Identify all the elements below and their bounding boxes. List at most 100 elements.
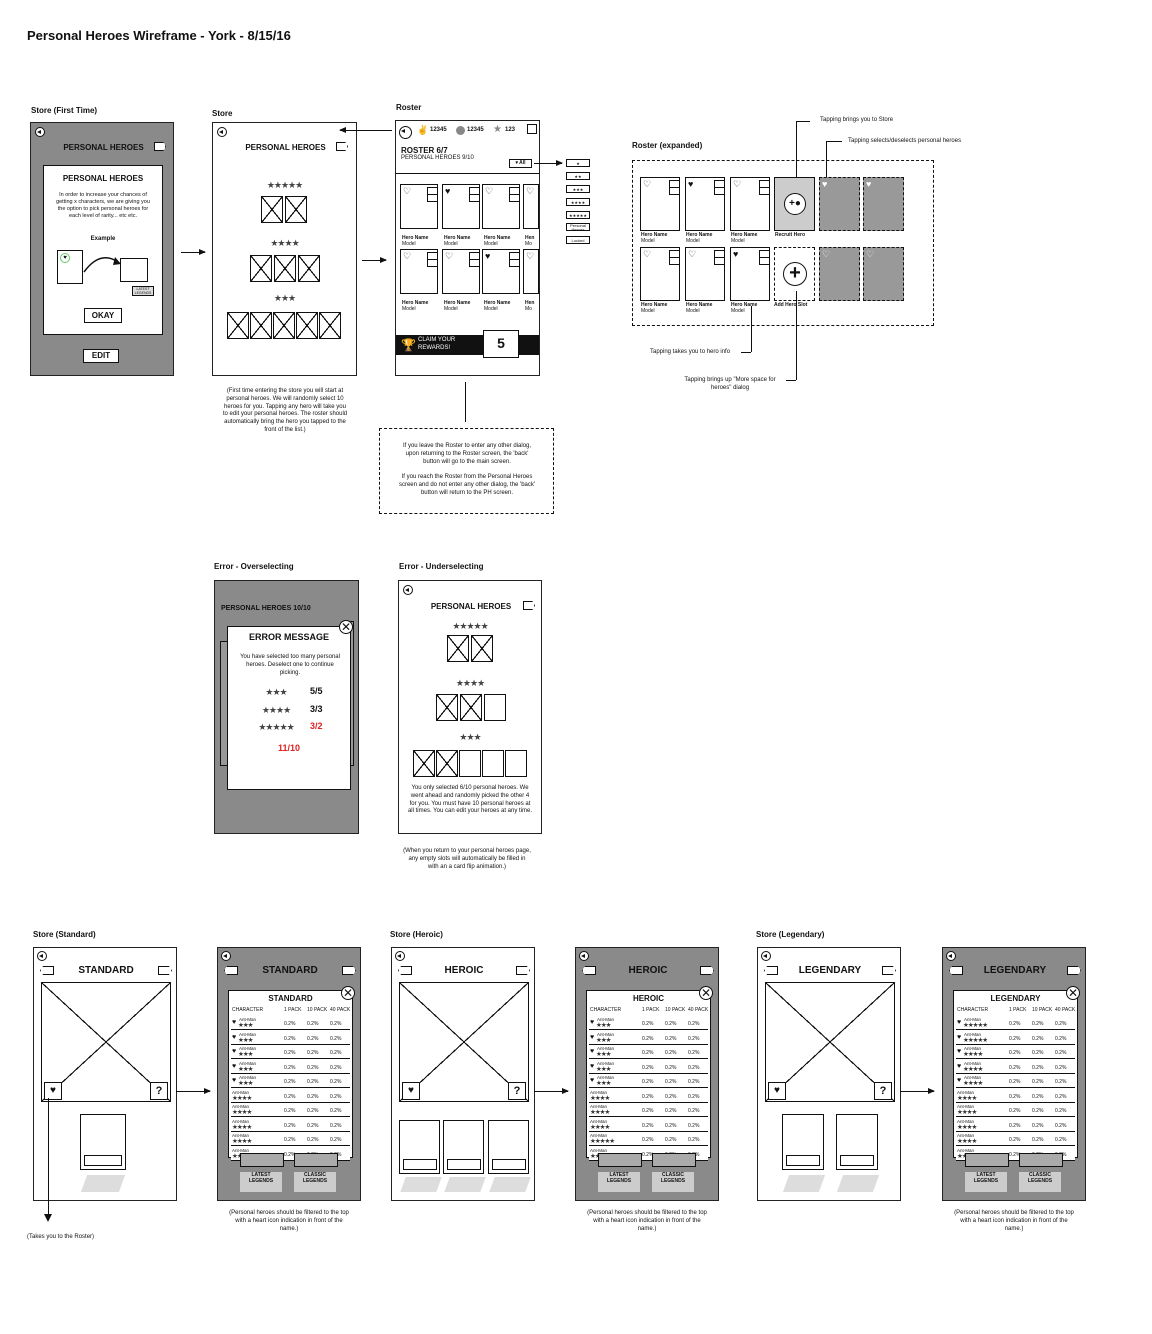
filter-option-2star[interactable]: ★★ xyxy=(566,172,590,180)
filter-option-4star[interactable]: ★★★★ xyxy=(566,198,590,206)
pack-button[interactable] xyxy=(786,1155,820,1166)
menu-box[interactable] xyxy=(527,124,537,134)
hero-card[interactable]: ♡ xyxy=(442,249,480,294)
hero-card[interactable]: ♡ xyxy=(685,247,725,301)
hero-card[interactable]: ♥ xyxy=(730,247,770,301)
table-row[interactable]: Ant-Man ★★★★ 0.2% 0.2% 0.2% xyxy=(231,1104,350,1117)
hero-card[interactable]: ♡ xyxy=(730,177,770,231)
flag-icon[interactable] xyxy=(336,142,348,151)
claim-banner[interactable]: 🏆 CLAIM YOUR REWARDS! 5 xyxy=(396,330,539,358)
hero-slot[interactable] xyxy=(447,635,469,662)
hero-card[interactable]: ♥ xyxy=(442,184,480,229)
flag-right-icon[interactable] xyxy=(700,966,714,975)
hero-slot[interactable] xyxy=(285,196,307,223)
hero-slot[interactable] xyxy=(250,312,272,339)
hero-slot[interactable] xyxy=(471,635,493,662)
table-row[interactable]: ♥ Ant-Man ★★★★★ 0.2% 0.2% 0.2% xyxy=(956,1031,1075,1045)
hero-slot-empty[interactable] xyxy=(484,694,506,721)
flag-icon[interactable] xyxy=(523,601,535,610)
hero-slot[interactable] xyxy=(274,255,296,282)
pack-card[interactable] xyxy=(399,1120,440,1174)
table-row[interactable]: Ant-Man ★★★★ 0.2% 0.2% 0.2% xyxy=(231,1089,350,1103)
close-icon[interactable]: ✕ xyxy=(699,986,713,1000)
recruit-hero-button[interactable]: +● xyxy=(774,177,815,231)
filter-option-locked[interactable]: Locked xyxy=(566,236,590,244)
okay-button[interactable]: OKAY xyxy=(84,308,122,323)
flag-icon[interactable] xyxy=(154,142,166,151)
hero-slot[interactable] xyxy=(250,255,272,282)
filter-option-personal[interactable]: Personal Heroes xyxy=(566,223,590,232)
flag-left-icon[interactable] xyxy=(764,966,778,975)
hero-card[interactable]: ♡ xyxy=(400,249,438,294)
hero-card[interactable]: ♡ xyxy=(640,247,680,301)
close-icon[interactable]: ✕ xyxy=(1066,986,1080,1000)
hero-slot[interactable] xyxy=(460,694,482,721)
flag-left-icon[interactable] xyxy=(949,966,963,975)
table-row[interactable]: ♥ Ant-Man ★★★ 0.2% 0.2% 0.2% xyxy=(231,1031,350,1045)
hero-card[interactable]: ♥ xyxy=(685,177,725,231)
edit-button[interactable]: EDIT xyxy=(83,349,119,363)
table-row[interactable]: Ant-Man ★★★★ 0.2% 0.2% 0.2% xyxy=(956,1118,1075,1132)
hero-card[interactable]: ♡ xyxy=(523,184,539,229)
table-row[interactable]: Ant-Man ★★★★ 0.2% 0.2% 0.2% xyxy=(956,1133,1075,1146)
help-button[interactable]: ? xyxy=(508,1082,526,1100)
table-row[interactable]: Ant-Man ★★★★ 0.2% 0.2% 0.2% xyxy=(589,1104,708,1117)
filter-option-1star[interactable]: ★ xyxy=(566,159,590,167)
table-row[interactable]: ♥ Ant-Man ★★★ 0.2% 0.2% 0.2% xyxy=(589,1046,708,1059)
hero-card[interactable]: ♡ xyxy=(640,177,680,231)
pack-card[interactable] xyxy=(836,1114,878,1170)
table-row[interactable]: Ant-Man ★★★★★ 0.2% 0.2% 0.2% xyxy=(589,1133,708,1146)
hero-card[interactable]: ♡ xyxy=(482,184,520,229)
flag-right-icon[interactable] xyxy=(158,966,172,975)
help-button[interactable]: ? xyxy=(874,1082,892,1100)
pack-button[interactable] xyxy=(403,1159,437,1170)
latest-legends-button[interactable]: LATEST LEGENDS xyxy=(240,1172,282,1192)
back-icon[interactable] xyxy=(399,126,412,139)
back-icon[interactable] xyxy=(761,951,771,961)
table-row[interactable]: ♥ Ant-Man ★★★★ 0.2% 0.2% 0.2% xyxy=(956,1046,1075,1059)
hero-card[interactable]: ♡ xyxy=(523,249,539,294)
filter-option-3star[interactable]: ★★★ xyxy=(566,185,590,193)
back-icon[interactable] xyxy=(403,585,413,595)
hero-slot[interactable] xyxy=(298,255,320,282)
flag-left-icon[interactable] xyxy=(582,966,596,975)
hero-slot[interactable] xyxy=(319,312,341,339)
help-button[interactable]: ? xyxy=(150,1082,168,1100)
hero-slot-empty[interactable] xyxy=(505,750,527,777)
back-icon[interactable] xyxy=(221,951,231,961)
hero-slot[interactable] xyxy=(261,196,283,223)
pack-button[interactable] xyxy=(447,1159,481,1170)
hero-card[interactable]: ♡ xyxy=(400,184,438,229)
table-row[interactable]: Ant-Man ★★★★ 0.2% 0.2% 0.2% xyxy=(231,1118,350,1132)
flag-left-icon[interactable] xyxy=(40,966,54,975)
latest-legends-button[interactable]: LATEST LEGENDS xyxy=(598,1172,640,1192)
classic-legends-button[interactable]: CLASSIC LEGENDS xyxy=(1019,1172,1061,1192)
filter-dropdown[interactable]: ▾ All xyxy=(509,159,532,168)
back-icon[interactable] xyxy=(579,951,589,961)
pack-button[interactable] xyxy=(84,1155,122,1166)
hero-slot[interactable] xyxy=(436,694,458,721)
hero-slot[interactable] xyxy=(296,312,318,339)
pack-image[interactable] xyxy=(41,982,171,1102)
hero-slot-empty[interactable] xyxy=(459,750,481,777)
locked-slot[interactable]: ♡ xyxy=(819,247,860,301)
table-row[interactable]: ♥ Ant-Man ★★★★★ 0.2% 0.2% 0.2% xyxy=(956,1017,1075,1030)
pack-button[interactable] xyxy=(840,1155,874,1166)
pack-card[interactable] xyxy=(443,1120,484,1174)
flag-right-icon[interactable] xyxy=(516,966,530,975)
flag-right-icon[interactable] xyxy=(1067,966,1081,975)
pack-image[interactable] xyxy=(765,982,895,1102)
hero-slot[interactable] xyxy=(273,312,295,339)
heart-button[interactable]: ♥ xyxy=(402,1082,420,1100)
flag-right-icon[interactable] xyxy=(882,966,896,975)
table-row[interactable]: ♥ Ant-Man ★★★ 0.2% 0.2% 0.2% xyxy=(231,1017,350,1030)
table-row[interactable]: ♥ Ant-Man ★★★★ 0.2% 0.2% 0.2% xyxy=(956,1075,1075,1088)
latest-legends-button[interactable]: LATEST LEGENDS xyxy=(965,1172,1007,1192)
table-row[interactable]: Ant-Man ★★★★ 0.2% 0.2% 0.2% xyxy=(956,1104,1075,1117)
pack-card[interactable] xyxy=(80,1114,126,1170)
hero-slot[interactable] xyxy=(436,750,458,777)
flag-right-icon[interactable] xyxy=(342,966,356,975)
table-row[interactable]: ♥ Ant-Man ★★★★ 0.2% 0.2% 0.2% xyxy=(956,1060,1075,1074)
pack-card[interactable] xyxy=(782,1114,824,1170)
locked-slot[interactable]: ♡ xyxy=(863,247,904,301)
